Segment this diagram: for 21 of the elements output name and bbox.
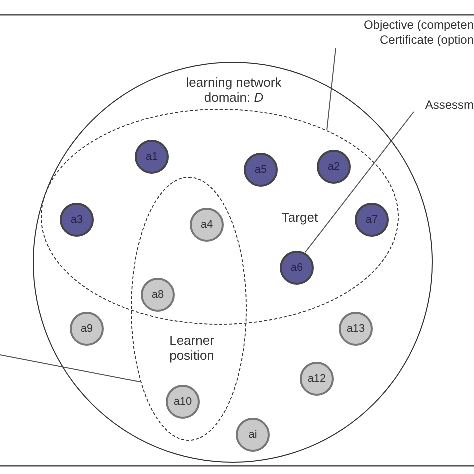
activity-node: ai <box>236 418 270 452</box>
activity-node: a2 <box>317 150 351 184</box>
activity-node: a1 <box>135 140 169 174</box>
activity-node: a13 <box>339 312 373 346</box>
activity-node: a8 <box>141 278 175 312</box>
region-label: Learner position <box>168 333 216 363</box>
activity-node: a4 <box>190 208 224 242</box>
callout-text: Objective (competen Certificate (option <box>364 18 474 48</box>
activity-node: a3 <box>60 203 94 237</box>
callout-text: Assessm <box>425 98 474 113</box>
activity-node: a7 <box>355 203 389 237</box>
activity-node: a10 <box>166 385 200 419</box>
activity-node: a5 <box>244 153 278 187</box>
activity-node: a9 <box>70 312 104 346</box>
activity-node: a12 <box>300 362 334 396</box>
leader-line <box>0 354 140 383</box>
activity-node: a6 <box>280 251 314 285</box>
region-label: learning network domain: D <box>185 75 283 105</box>
region-label: Target <box>280 210 320 225</box>
leader-line <box>304 112 414 254</box>
leader-line <box>326 48 336 130</box>
